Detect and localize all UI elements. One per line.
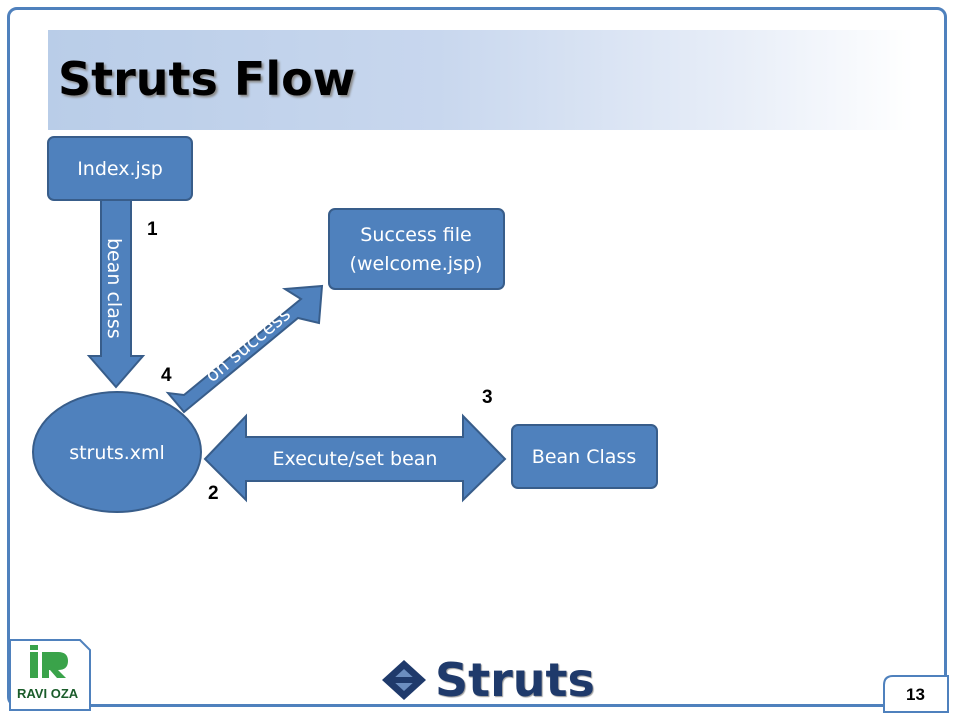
node-success-line2: (welcome.jsp) <box>350 253 483 275</box>
page-number: 13 <box>906 685 925 704</box>
arrow-bean-class-label: bean class <box>103 238 125 339</box>
struts-brand-text: Struts <box>435 653 595 707</box>
title-band <box>48 30 914 130</box>
author-logo-text: RAVI OZA <box>17 686 79 701</box>
step-number-2: 2 <box>208 483 219 504</box>
node-bean-class: Bean Class <box>511 424 658 489</box>
arrow-bean-class: bean class <box>86 199 146 389</box>
struts-logo-icon <box>382 660 426 700</box>
page-number-tab <box>883 675 949 713</box>
node-success-line1: Success file <box>360 224 471 246</box>
arrow-execute-label: Execute/set bean <box>273 448 438 470</box>
arrow-on-success-label: on success <box>201 303 295 387</box>
author-logo <box>9 639 91 711</box>
slide-title: Struts Flow <box>58 52 356 106</box>
node-struts-xml-label: struts.xml <box>69 442 165 464</box>
step-number-1: 1 <box>147 219 158 240</box>
step-number-4: 4 <box>161 365 172 386</box>
node-struts-xml: struts.xml <box>32 391 202 513</box>
arrow-execute-set-bean: Execute/set bean <box>203 413 507 503</box>
node-bean-class-label: Bean Class <box>532 446 636 468</box>
node-success-file: Success file (welcome.jsp) <box>328 208 505 290</box>
node-index-jsp: Index.jsp <box>47 136 193 201</box>
step-number-3: 3 <box>482 387 493 408</box>
node-index-jsp-label: Index.jsp <box>77 158 163 180</box>
arrow-on-success: on success <box>165 284 324 414</box>
